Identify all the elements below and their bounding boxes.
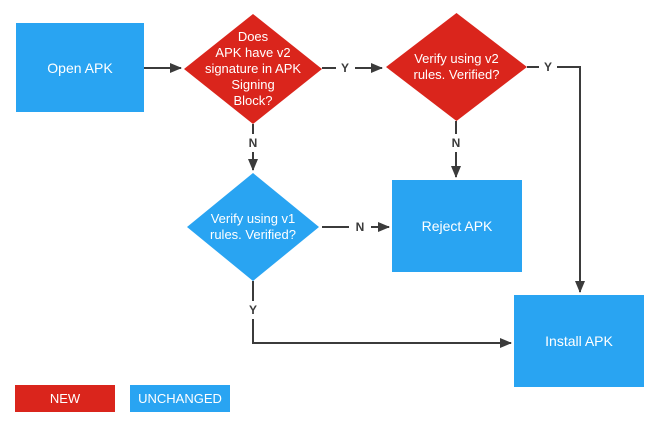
edge-label-verify-v1-yes: Y (246, 303, 260, 317)
edge-verifyv2-yes-b (557, 66, 585, 293)
node-reject-apk: Reject APK (392, 180, 522, 272)
node-install-apk: Install APK (514, 295, 644, 387)
edge-label-verify-v2-no: N (449, 136, 463, 150)
edge-verifyv1-yes-b (252, 319, 512, 348)
legend-new: NEW (15, 385, 115, 412)
legend-unchanged: UNCHANGED (130, 385, 230, 412)
edge-label-verify-v2-yes: Y (541, 60, 555, 74)
edge-label-verify-v1-no: N (353, 220, 367, 234)
edge-label-has-v2-yes: Y (338, 61, 352, 75)
node-open-apk: Open APK (16, 23, 144, 112)
edge-label-has-v2-no: N (246, 136, 260, 150)
